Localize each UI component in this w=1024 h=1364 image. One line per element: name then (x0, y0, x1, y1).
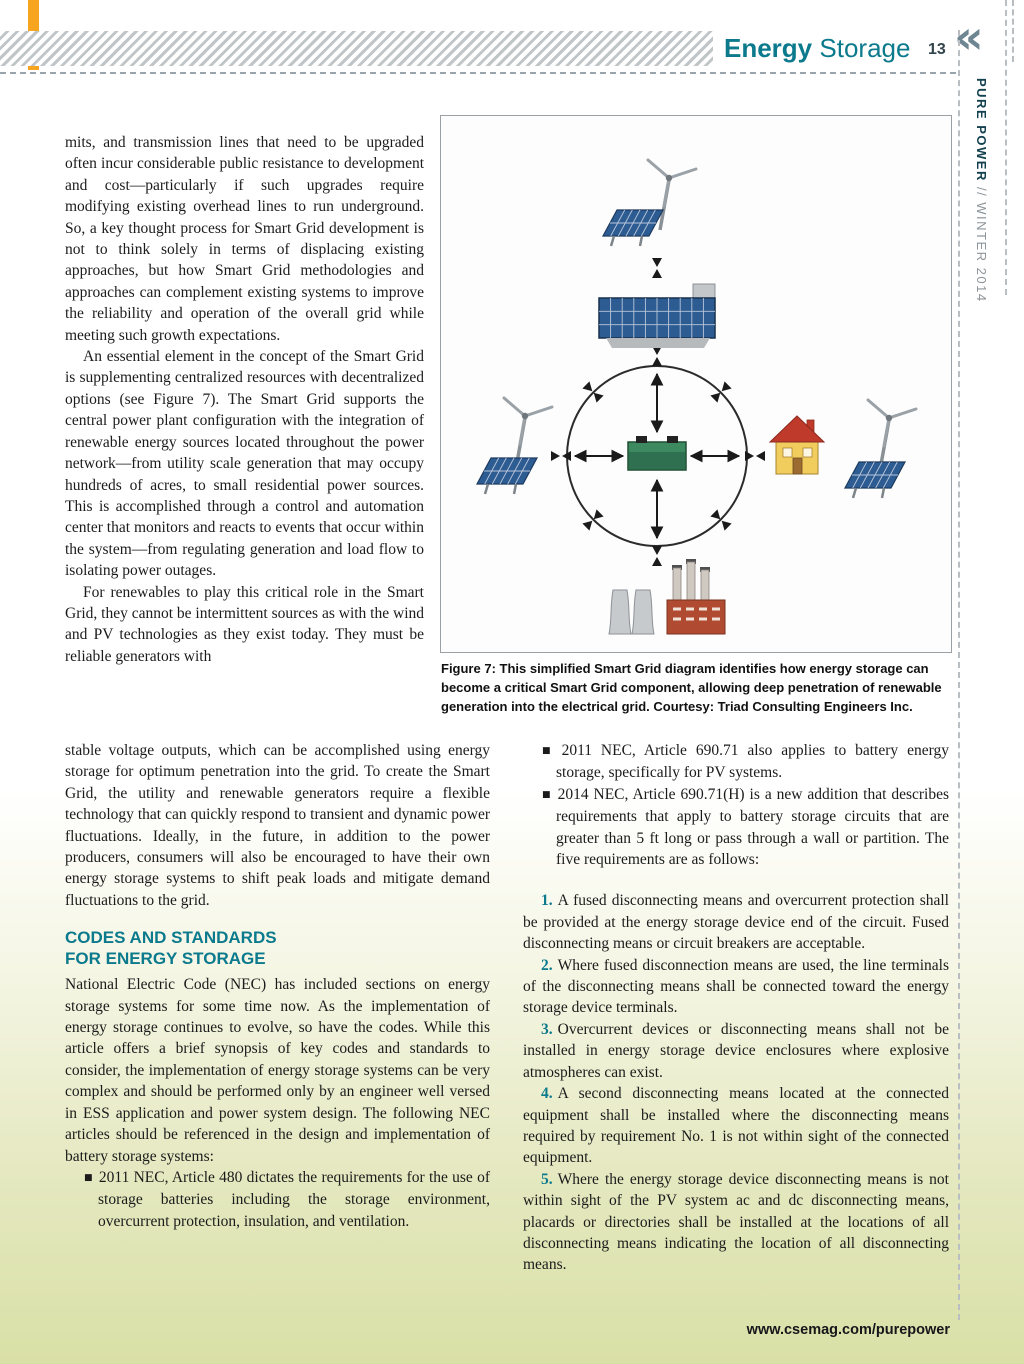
requirements-list: 1.A fused disconnecting means and overcu… (523, 890, 949, 1275)
bullet-text: 2011 NEC, Article 690.71 also applies to… (556, 742, 949, 782)
brand-name: PURE POWER (974, 78, 989, 182)
paragraph-2: An essential element in the concept of t… (65, 348, 424, 580)
wind-turbine-icon (866, 398, 918, 472)
article-column-1-continued: stable voltage outputs, which can be acc… (65, 740, 490, 1232)
section-heading-line2: FOR ENERGY STORAGE (65, 949, 266, 969)
requirement-text: Where fused disconnection means are used… (523, 956, 949, 1017)
section-title: Energy Storage (724, 33, 910, 64)
solar-panel-icon (601, 208, 665, 248)
section-heading-line1: CODES AND STANDARDS (65, 928, 277, 948)
figure-caption: Figure 7: This simplified Smart Grid dia… (441, 659, 952, 716)
requirement-item-4: 4.A second disconnecting means located a… (523, 1083, 949, 1169)
requirement-text: Overcurrent devices or disconnecting mea… (523, 1020, 949, 1081)
requirement-number: 3. (541, 1020, 553, 1038)
requirement-text: A second disconnecting means located at … (523, 1085, 949, 1167)
solar-panel-icon (475, 456, 539, 496)
paragraph-3: For renewables to play this critical rol… (65, 583, 424, 665)
issue-label: // WINTER 2014 (974, 181, 989, 303)
solar-array-icon (598, 283, 716, 348)
bullet-text: 2014 NEC, Article 690.71(H) is a new add… (556, 785, 949, 869)
solar-panel-icon (843, 460, 907, 500)
requirement-number: 5. (541, 1170, 553, 1188)
figure-7-smart-grid-diagram (440, 115, 952, 653)
codes-paragraph: National Electric Code (NEC) has include… (65, 976, 490, 1165)
figure-credit: Courtesy: Triad Consulting Engineers Inc… (649, 699, 913, 714)
requirement-text: A fused disconnecting means and overcurr… (523, 892, 949, 953)
section-title-bold: Energy (724, 33, 813, 63)
article-column-1: mits, and transmission lines that need t… (65, 132, 424, 667)
battery-icon (627, 436, 687, 471)
requirement-item-2: 2.Where fused disconnection means are us… (523, 955, 949, 1019)
list-item-nec-690-71h: ■ 2014 NEC, Article 690.71(H) is a new ad… (542, 784, 949, 871)
section-title-regular: Storage (812, 33, 911, 63)
edge-divider-2 (1012, 0, 1014, 62)
figure-caption-text: Figure 7: This simplified Smart Grid dia… (441, 661, 942, 714)
header-rule (0, 72, 956, 74)
bullet-text: 2011 NEC, Article 480 dictates the requi… (98, 1168, 490, 1230)
bullet-square-icon: ■ (542, 789, 552, 800)
energy-flow-arrows (573, 372, 741, 540)
paragraph-3-continued: stable voltage outputs, which can be acc… (65, 742, 490, 909)
list-item-nec-690-71: ■2011 NEC, Article 690.71 also applies t… (542, 740, 949, 784)
bullet-square-icon: ■ (542, 746, 556, 756)
requirement-text: Where the energy storage device disconne… (523, 1170, 949, 1274)
magazine-spine-text: PURE POWER // WINTER 2014 (974, 78, 989, 303)
bullet-square-icon: ■ (84, 1172, 93, 1183)
requirement-number: 2. (541, 956, 553, 974)
edge-divider (1005, 0, 1007, 295)
house-icon (768, 415, 826, 475)
list-item-nec-480: ■ 2011 NEC, Article 480 dictates the requ… (84, 1167, 490, 1232)
requirement-number: 1. (541, 892, 553, 910)
requirement-number: 4. (541, 1085, 553, 1103)
article-column-2: ■2011 NEC, Article 690.71 also applies t… (523, 740, 949, 1276)
smart-grid-diagram-svg (475, 158, 918, 635)
paragraph-1: mits, and transmission lines that need t… (65, 134, 424, 344)
footer-url: www.csemag.com/purepower (746, 1322, 950, 1338)
header-hatch-band (0, 31, 713, 66)
page-number: 13 (928, 41, 946, 58)
requirement-item-3: 3.Overcurrent devices or disconnecting m… (523, 1019, 949, 1083)
sidebar-divider (958, 30, 960, 1320)
requirement-item-5: 5.Where the energy storage device discon… (523, 1169, 949, 1276)
power-plant-icon (608, 559, 726, 635)
requirement-item-1: 1.A fused disconnecting means and overcu… (523, 890, 949, 954)
